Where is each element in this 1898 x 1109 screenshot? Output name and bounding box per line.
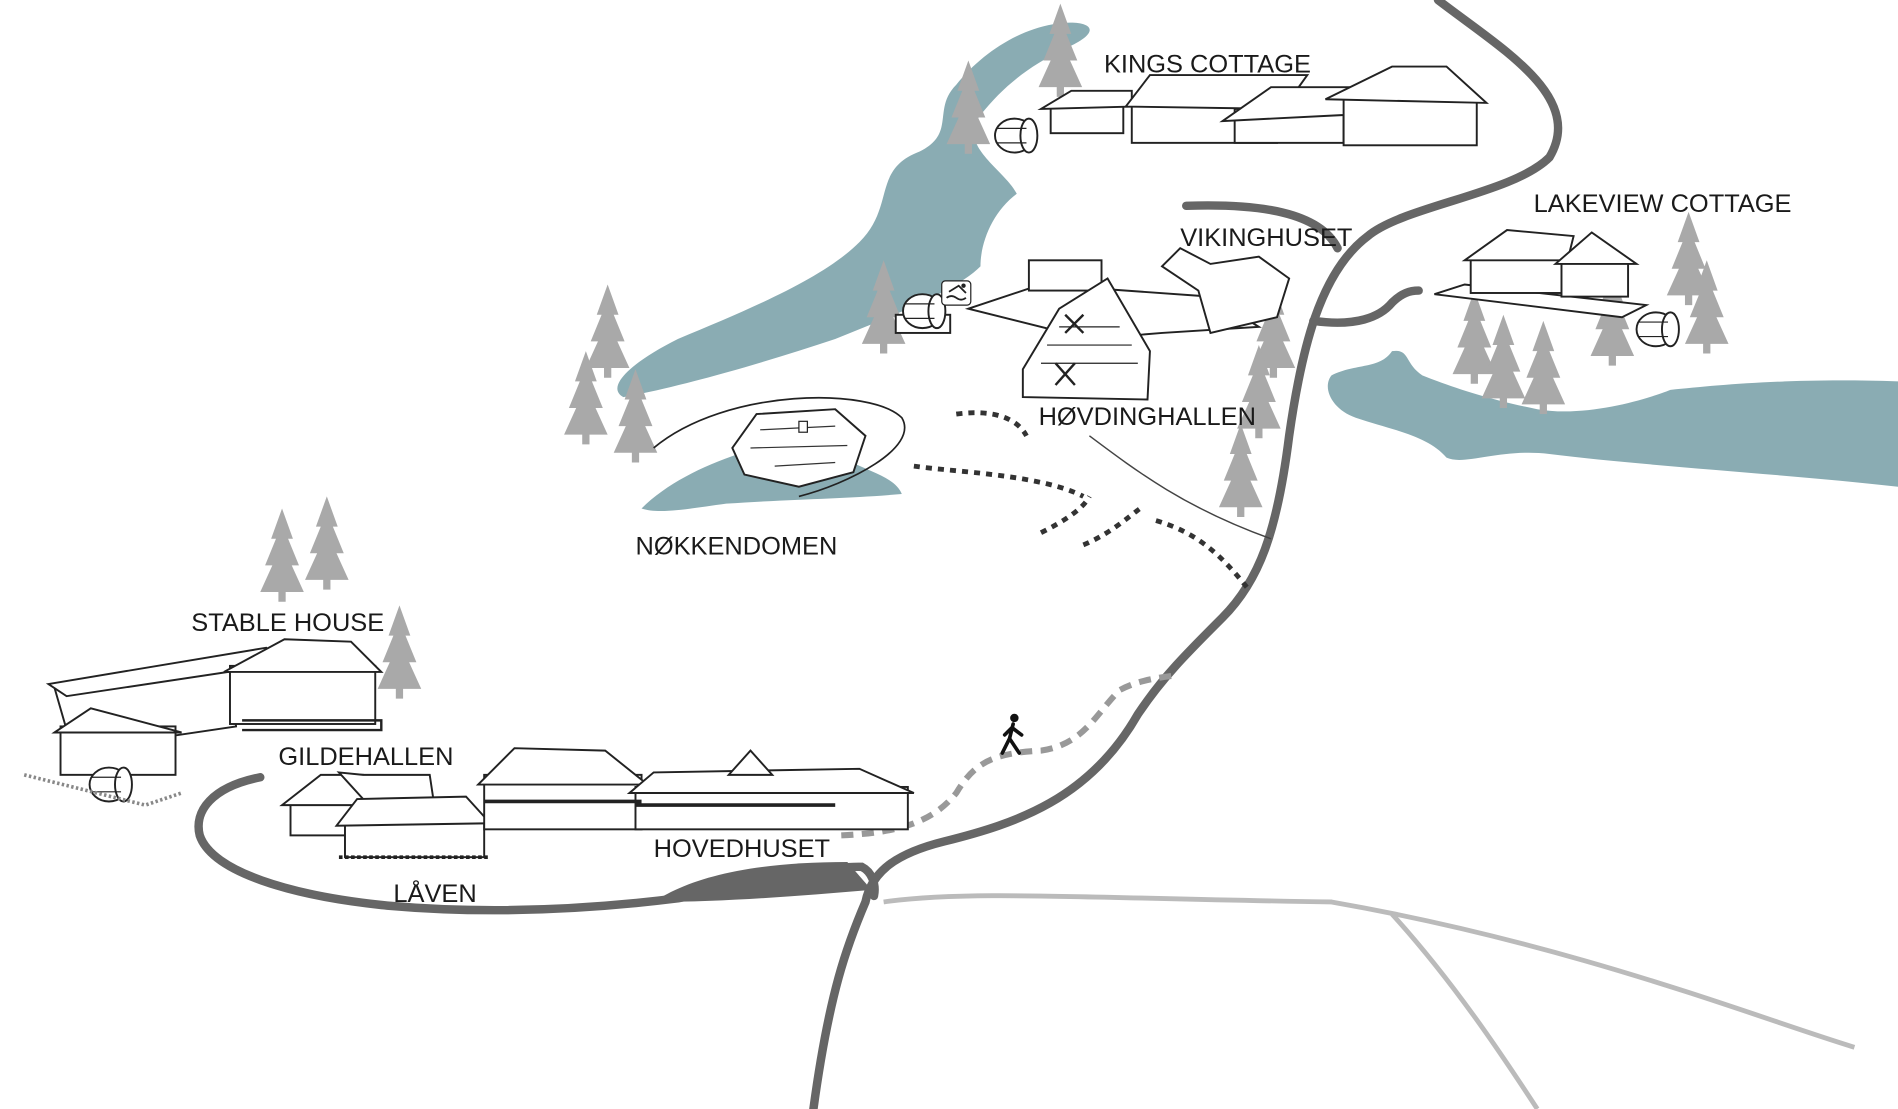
minor-road-southeast bbox=[1390, 912, 1540, 1109]
label-stable-house[interactable]: STABLE HOUSE bbox=[191, 609, 384, 637]
lake-east bbox=[1327, 350, 1898, 487]
minor-road-east bbox=[883, 893, 1856, 1050]
laven-building bbox=[334, 795, 493, 859]
road-vikinghuset bbox=[1182, 201, 1342, 253]
barrel-sauna-lake bbox=[894, 293, 952, 334]
walking-person-icon bbox=[1000, 713, 1024, 755]
label-laven[interactable]: LÅVEN bbox=[393, 878, 476, 908]
lake-north bbox=[617, 22, 1090, 398]
parking-area bbox=[653, 862, 872, 902]
lakeview-cottage-building bbox=[1434, 229, 1680, 348]
main-road bbox=[809, 0, 1563, 1109]
label-nokkendomen[interactable]: NØKKENDOMEN bbox=[635, 532, 837, 560]
walking-path bbox=[841, 672, 1175, 839]
label-lakeview-cottage[interactable]: LAKEVIEW COTTAGE bbox=[1534, 190, 1792, 218]
hovdinghallen-building bbox=[1021, 277, 1151, 401]
stepping-stones bbox=[913, 410, 1249, 589]
trees bbox=[260, 3, 1729, 699]
label-hovedhuset[interactable]: HOVEDHUSET bbox=[654, 835, 830, 863]
road-lakeview bbox=[1309, 286, 1423, 327]
stable-house-building bbox=[23, 638, 384, 808]
label-hovdinghallen[interactable]: HØVDINGHALLEN bbox=[1039, 403, 1256, 431]
nokkendomen-building bbox=[653, 396, 906, 498]
gildehallen-building bbox=[279, 771, 435, 837]
hovedhuset-building bbox=[475, 747, 915, 831]
kings-cottage-building bbox=[994, 65, 1490, 154]
label-kings-cottage[interactable]: KINGS COTTAGE bbox=[1104, 51, 1311, 79]
swimming-icon bbox=[941, 280, 972, 306]
label-gildehallen[interactable]: GILDEHALLEN bbox=[278, 743, 453, 771]
footpath bbox=[1088, 435, 1272, 540]
label-vikinghuset[interactable]: VIKINGHUSET bbox=[1180, 224, 1352, 252]
